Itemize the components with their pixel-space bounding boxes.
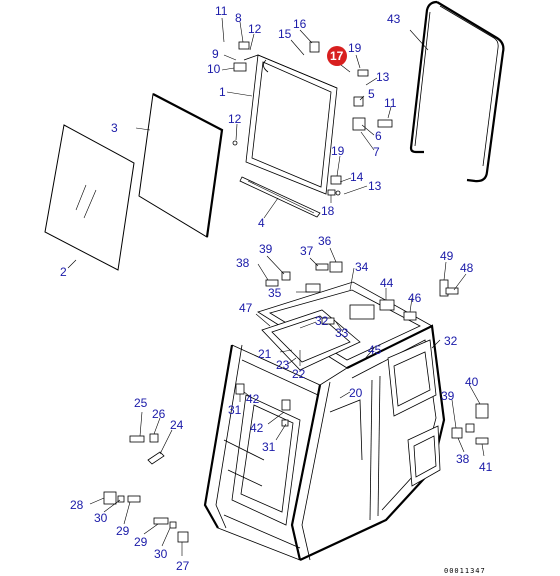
callout-27: 27 <box>176 559 190 573</box>
highlighted-callout-17[interactable]: 17 <box>327 46 347 66</box>
callout-21: 21 <box>258 347 272 361</box>
callout-24: 24 <box>170 418 184 432</box>
window-frame-1 <box>243 54 338 195</box>
callout-35: 35 <box>268 286 282 300</box>
callout-33: 33 <box>335 326 349 340</box>
callout-29b: 29 <box>134 535 148 549</box>
rubber-frame-43 <box>409 0 505 183</box>
callout-28: 28 <box>70 498 84 512</box>
callout-13: 13 <box>376 70 390 84</box>
callout-18: 18 <box>321 204 335 218</box>
callout-31b: 31 <box>262 440 276 454</box>
hinge-hardware-top <box>232 41 393 196</box>
callout-25: 25 <box>134 396 148 410</box>
callout-49: 49 <box>440 249 454 263</box>
callout-2: 2 <box>60 265 67 279</box>
callout-39: 39 <box>259 242 273 256</box>
callout-38: 38 <box>236 256 250 270</box>
fasteners-bottom <box>103 263 489 543</box>
callout-32b: 32 <box>444 334 458 348</box>
callout-46: 46 <box>408 291 422 305</box>
callout-16: 16 <box>293 17 307 31</box>
callout-31: 31 <box>228 403 242 417</box>
callout-48: 48 <box>460 261 474 275</box>
callout-4: 4 <box>258 216 265 230</box>
callout-numbers: 11 8 12 16 15 9 10 19 13 43 1 5 11 3 12 … <box>60 4 493 573</box>
callout-32: 32 <box>315 314 329 328</box>
callout-30: 30 <box>94 511 108 525</box>
seal-strip-4 <box>239 176 321 218</box>
callout-6: 6 <box>375 129 382 143</box>
callout-40: 40 <box>465 375 479 389</box>
callout-42: 42 <box>246 392 260 406</box>
callout-26: 26 <box>152 407 166 421</box>
svg-text:17: 17 <box>330 49 344 63</box>
leader-lines-top <box>67 17 429 269</box>
callout-37: 37 <box>300 244 314 258</box>
leader-lines-bottom <box>89 247 485 556</box>
callout-11b: 11 <box>384 96 397 110</box>
callout-19b: 19 <box>331 144 345 158</box>
callout-1: 1 <box>219 85 226 99</box>
callout-7: 7 <box>373 145 380 159</box>
callout-29: 29 <box>116 524 130 538</box>
glass-pane-3 <box>138 93 224 238</box>
callout-3: 3 <box>111 121 118 135</box>
callout-19: 19 <box>348 41 362 55</box>
callout-8: 8 <box>235 11 242 25</box>
callout-11: 11 <box>215 4 228 18</box>
callout-30b: 30 <box>154 547 168 561</box>
callout-38b: 38 <box>456 452 470 466</box>
callout-13b: 13 <box>368 179 382 193</box>
reference-number: 00011347 <box>444 567 486 575</box>
callout-41: 41 <box>479 460 493 474</box>
callout-34: 34 <box>355 260 369 274</box>
callout-45: 45 <box>368 343 382 357</box>
callout-15: 15 <box>278 27 292 41</box>
callout-42b: 42 <box>250 421 264 435</box>
glass-pane-2 <box>44 124 135 271</box>
callout-36: 36 <box>318 234 332 248</box>
callout-12: 12 <box>248 22 262 36</box>
callout-5: 5 <box>368 87 375 101</box>
callout-44: 44 <box>380 276 394 290</box>
cab-frame <box>203 261 446 561</box>
callout-12b: 12 <box>228 112 242 126</box>
callout-14: 14 <box>350 170 364 184</box>
callout-20: 20 <box>349 386 363 400</box>
callout-22: 22 <box>292 367 306 381</box>
callout-23: 23 <box>276 358 290 372</box>
callout-10: 10 <box>207 62 221 76</box>
callout-47: 47 <box>239 301 253 315</box>
callout-39b: 39 <box>441 389 455 403</box>
callout-9: 9 <box>212 47 219 61</box>
callout-43: 43 <box>387 12 401 26</box>
